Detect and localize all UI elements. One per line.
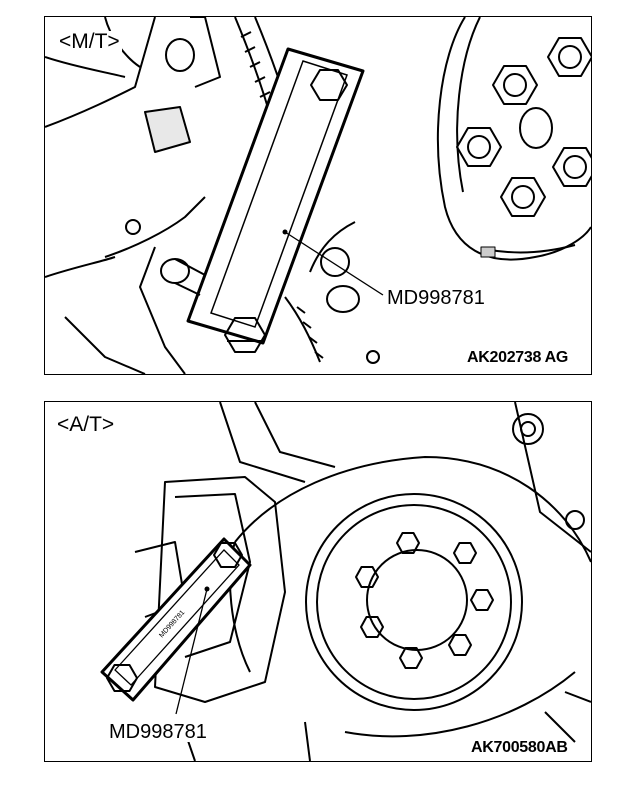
bolt-icon	[448, 634, 472, 656]
bolt-icon	[456, 127, 502, 167]
bolt-icon	[500, 177, 546, 217]
bolt-icon	[360, 616, 384, 638]
transmission-type-label: <A/T>	[55, 413, 117, 436]
tool-bolt-icon	[106, 664, 138, 692]
bolt-icon	[453, 542, 477, 564]
bolt-icon	[470, 589, 494, 611]
drive-plate-bolts	[355, 532, 494, 669]
bolt-icon	[399, 647, 423, 669]
mt-diagram-panel: <M/T> MD998781 AK202738 AG	[44, 16, 592, 375]
tool-leader-line	[284, 231, 384, 296]
tool-leader-line	[175, 588, 208, 715]
tool-bolt-icon	[224, 317, 266, 353]
bolt-icon	[547, 37, 591, 77]
tool-bolt-icon	[310, 69, 348, 101]
bolt-icon	[492, 65, 538, 105]
special-tool-bar	[125, 47, 380, 364]
transmission-type-label: <M/T>	[57, 30, 122, 53]
mt-flywheel-illustration	[45, 17, 591, 374]
at-drive-plate-illustration: MD998781	[100, 402, 591, 761]
figure-code: AK700580AB	[469, 739, 570, 756]
tool-bolt-icon	[213, 542, 243, 568]
special-tool-bar: MD998781	[100, 537, 252, 702]
bolt-icon	[552, 147, 591, 187]
at-diagram-panel: MD998781 <A/T> MD998781 AK700580AB	[44, 401, 592, 762]
tool-number-label: MD998781	[107, 721, 209, 743]
bolt-icon	[355, 566, 379, 588]
flywheel-bolts	[456, 37, 591, 217]
tool-number-label: MD998781	[385, 287, 487, 309]
drive-plate	[229, 456, 591, 743]
bolt-icon	[396, 532, 420, 554]
figure-code: AK202738 AG	[467, 349, 569, 366]
